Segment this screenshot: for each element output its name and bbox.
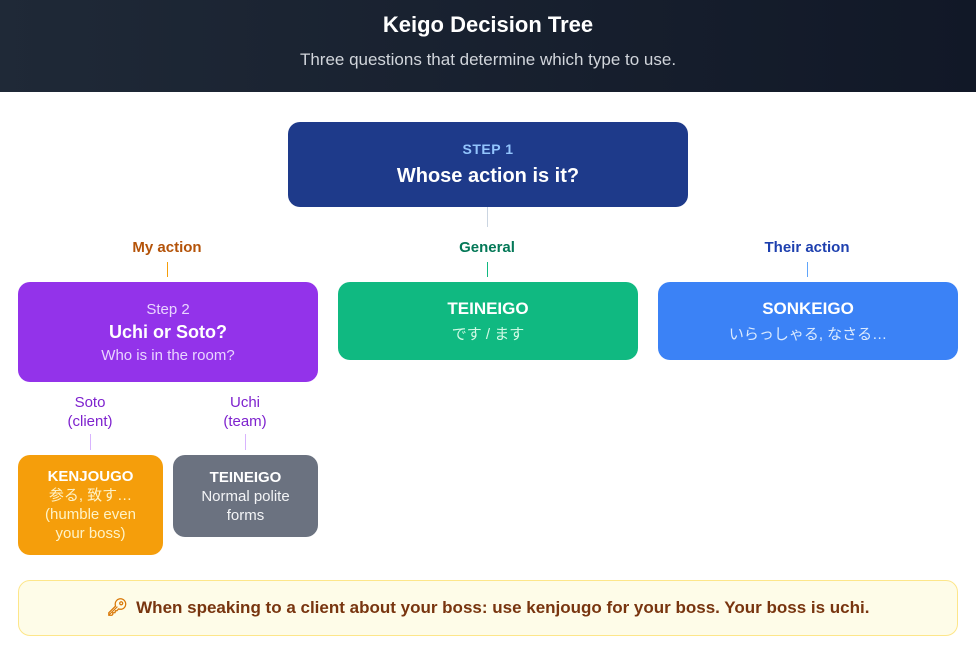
teineigo-uchi-desc: forms bbox=[226, 506, 265, 524]
uchi-label: Uchi bbox=[229, 394, 260, 411]
branch-their-action: Their action bbox=[764, 239, 850, 256]
connector bbox=[90, 434, 91, 450]
step2-question: Uchi or Soto? bbox=[109, 321, 227, 342]
teineigo-node: TEINEIGO です / ます bbox=[338, 282, 638, 360]
kenjougo-example: 参る, 致す… bbox=[48, 487, 133, 504]
kenjougo-note: (humble even bbox=[45, 506, 136, 523]
sonkeigo-node: SONKEIGO いらっしゃる, なさる… bbox=[658, 282, 958, 360]
teineigo-uchi-title: TEINEIGO bbox=[209, 468, 282, 486]
key-icon: 🔑︎ bbox=[106, 598, 129, 617]
page-title: Keigo Decision Tree bbox=[382, 12, 594, 37]
soto-label: Soto bbox=[74, 394, 106, 411]
connector bbox=[807, 262, 808, 277]
teineigo-example: です / ます bbox=[451, 325, 525, 343]
teineigo-uchi-desc: Normal polite bbox=[201, 487, 290, 505]
connector bbox=[487, 207, 488, 227]
kenjougo-title: KENJOUGO bbox=[47, 468, 134, 485]
teineigo-title: TEINEIGO bbox=[447, 298, 529, 318]
branch-uchi: Uchi (team) bbox=[223, 393, 266, 431]
page-subtitle: Three questions that determine which typ… bbox=[299, 50, 677, 69]
sonkeigo-example: いらっしゃる, なさる… bbox=[728, 325, 888, 343]
kenjougo-node: KENJOUGO 参る, 致す… (humble even your boss) bbox=[18, 455, 163, 555]
sonkeigo-title: SONKEIGO bbox=[762, 298, 854, 318]
tip-box: 🔑︎ When speaking to a client about your … bbox=[18, 580, 958, 636]
soto-sub: (client) bbox=[67, 413, 113, 430]
step2-node: Step 2 Uchi or Soto? Who is in the room? bbox=[18, 282, 318, 382]
kenjougo-note: your boss) bbox=[55, 525, 126, 542]
connector bbox=[487, 262, 488, 277]
tip-text: When speaking to a client about your bos… bbox=[136, 598, 870, 617]
header: Keigo Decision Tree Three questions that… bbox=[0, 0, 976, 92]
step2-label: Step 2 bbox=[146, 300, 190, 318]
step1-question: Whose action is it? bbox=[396, 165, 580, 187]
step1-label: STEP 1 bbox=[462, 141, 514, 157]
step1-node: STEP 1 Whose action is it? bbox=[288, 122, 688, 207]
teineigo-uchi-node: TEINEIGO Normal polite forms bbox=[173, 455, 318, 537]
connector bbox=[245, 434, 246, 450]
connector bbox=[167, 262, 168, 277]
step2-hint: Who is in the room? bbox=[101, 346, 235, 364]
uchi-sub: (team) bbox=[223, 413, 267, 430]
branch-my-action: My action bbox=[132, 239, 202, 256]
branch-general: General bbox=[459, 239, 515, 256]
branch-soto: Soto (client) bbox=[67, 393, 112, 431]
